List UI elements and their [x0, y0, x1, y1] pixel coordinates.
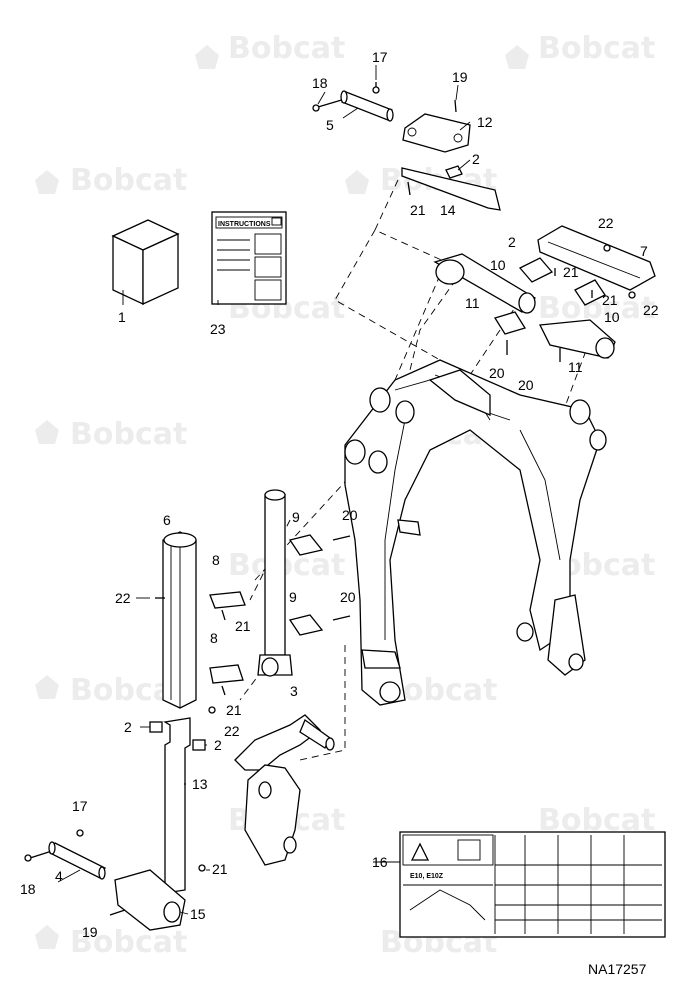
callout-20: 20 — [518, 377, 534, 393]
callout-23: 23 — [210, 321, 226, 337]
callout-19: 19 — [82, 924, 98, 940]
bobcat-logo-icon — [345, 170, 369, 194]
watermark: Bobcat — [538, 31, 655, 66]
callout-21: 21 — [602, 292, 618, 308]
watermark: Bobcat — [70, 417, 187, 452]
callout-12: 12 — [477, 114, 493, 130]
callout-21: 21 — [410, 202, 426, 218]
callout-16: 16 — [372, 854, 388, 870]
callout-10: 10 — [490, 257, 506, 273]
callout-8: 8 — [212, 552, 220, 568]
callout-20: 20 — [340, 589, 356, 605]
bottom-pin-assembly — [24, 829, 206, 931]
callout-22: 22 — [224, 723, 240, 739]
leader-lines — [57, 65, 471, 915]
callout-9: 9 — [289, 589, 297, 605]
callout-10: 10 — [604, 309, 620, 325]
item-16-safety-decal: E10, E10Z — [399, 831, 666, 938]
callout-8: 8 — [210, 630, 218, 646]
callout-7: 7 — [640, 243, 648, 259]
callout-19: 19 — [452, 69, 468, 85]
bobcat-logo-icon — [505, 45, 529, 69]
callout-11: 11 — [465, 295, 480, 311]
drawing-reference-number: NA17257 — [588, 961, 647, 977]
boom-arm-frame — [344, 359, 607, 706]
callout-5: 5 — [326, 117, 334, 133]
warning-triangle-icon — [410, 842, 430, 861]
watermark: Bobcat — [228, 548, 345, 583]
callout-15: 15 — [190, 906, 206, 922]
callout-1: 1 — [118, 309, 126, 325]
callout-21: 21 — [212, 861, 228, 877]
callout-2: 2 — [124, 719, 132, 735]
callout-20: 20 — [489, 365, 505, 381]
item-1-parts-kit-box — [111, 219, 180, 306]
manual-cover-title: INSTRUCTIONS — [218, 221, 271, 228]
callout-21: 21 — [226, 702, 242, 718]
callout-11: 11 — [568, 359, 583, 375]
bucket-link — [234, 714, 335, 866]
bobcat-logo-icon — [35, 925, 59, 949]
decal-models: E10, E10Z — [410, 873, 444, 880]
callout-3: 3 — [290, 683, 298, 699]
callout-14: 14 — [440, 202, 456, 218]
watermark: Bobcat — [70, 163, 187, 198]
boom-cylinder-assembly — [433, 225, 656, 362]
watermark: Bobcat — [70, 925, 187, 960]
bobcat-logo-icon — [35, 675, 59, 699]
left-cylinder-guard — [149, 531, 216, 894]
callout-4: 4 — [55, 868, 63, 884]
callout-17: 17 — [372, 49, 388, 65]
item-23-instruction-manual: INSTRUCTIONS — [211, 211, 287, 305]
callout-22: 22 — [115, 590, 131, 606]
arm-cylinder-assembly — [209, 489, 351, 696]
callout-20: 20 — [342, 507, 358, 523]
callout-labels: 1 23 17 18 19 5 12 2 21 14 2 22 7 10 21 … — [20, 49, 659, 940]
callout-2: 2 — [472, 151, 480, 167]
callout-2: 2 — [508, 234, 516, 250]
watermark: Bobcat — [228, 31, 345, 66]
bobcat-logo-icon — [35, 420, 59, 444]
bobcat-logo-icon — [195, 45, 219, 69]
callout-9: 9 — [292, 509, 300, 525]
callout-22: 22 — [598, 215, 614, 231]
top-pin-assembly — [312, 82, 501, 211]
callout-18: 18 — [312, 75, 328, 91]
callout-22: 22 — [643, 302, 659, 318]
callout-6: 6 — [163, 512, 171, 528]
callout-13: 13 — [192, 776, 208, 792]
callout-17: 17 — [72, 798, 88, 814]
callout-2: 2 — [214, 737, 222, 753]
manual-book-icon — [457, 839, 481, 861]
bobcat-logo-icon — [35, 170, 59, 194]
callout-21: 21 — [563, 264, 579, 280]
callout-18: 18 — [20, 881, 36, 897]
callout-21: 21 — [235, 618, 251, 634]
